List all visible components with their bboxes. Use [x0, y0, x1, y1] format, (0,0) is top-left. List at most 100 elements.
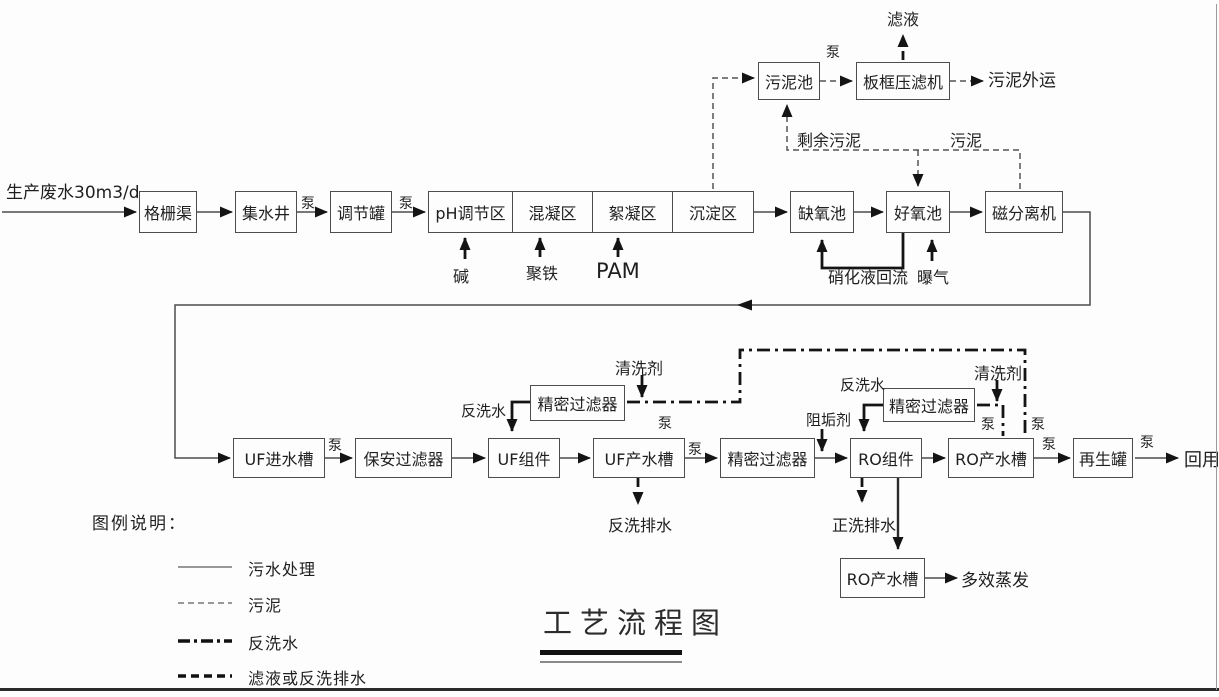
node-sedimentation-zone: 沉淀区: [672, 191, 754, 233]
pump-label-8: 泵: [1031, 417, 1045, 433]
node-filter-press: 板框压滤机: [856, 62, 950, 100]
node-security-filter-label: 保安过滤器: [363, 450, 444, 469]
sludge-label: 污泥: [950, 131, 983, 150]
backwash-water-uf-label: 反洗水: [461, 402, 507, 420]
node-uf-module-label: UF组件: [497, 450, 551, 469]
node-anoxic-tank-label: 缺氧池: [797, 204, 846, 223]
node-precision-filter-uf-backwash: 精密过滤器: [530, 385, 625, 421]
node-sludge-tank: 污泥池: [758, 62, 820, 100]
node-sedimentation-zone-label: 沉淀区: [688, 204, 737, 223]
node-precision-filter-main-label: 精密过滤器: [727, 450, 808, 469]
node-sludge-tank-label: 污泥池: [764, 73, 813, 92]
forward-flush-drain-label: 正洗排水: [832, 516, 897, 535]
node-magnetic-separator-label: 磁分离机: [991, 204, 1056, 223]
node-grid-channel-label: 格栅渠: [143, 204, 192, 223]
title-underline-thin: [540, 661, 682, 663]
node-filter-press-label: 板框压滤机: [862, 73, 943, 92]
antiscalant-label: 阻垢剂: [806, 411, 852, 429]
sludge-sed-to-tank: [712, 72, 755, 189]
backwash-supply-lines: [627, 348, 1027, 436]
flow-magsep-to-uffeed: [174, 211, 1091, 464]
pump-label-3: 泵: [826, 45, 840, 61]
pump-label-1: 泵: [301, 196, 315, 212]
return-line-direction-arrow: [737, 299, 752, 311]
alkali-label: 碱: [453, 267, 470, 286]
node-ph-zone-label: pH调节区: [435, 204, 506, 223]
node-security-filter: 保安过滤器: [355, 438, 452, 478]
legend-item-sludge: 污泥: [248, 596, 283, 615]
inflow-label: 生产废水30m3/d: [6, 183, 140, 203]
node-collection-well-label: 集水井: [241, 204, 290, 223]
pump-label-10: 泵: [1140, 435, 1154, 451]
excess-sludge-line: [781, 104, 1021, 189]
pump-label-6: 泵: [658, 416, 672, 432]
node-ro-concentrate-tank: RO产水槽: [840, 558, 925, 598]
sewage-lines: [2, 206, 1179, 584]
frame-right-edge: [1216, 4, 1217, 690]
node-flocculation-zone: 絮凝区: [592, 191, 673, 233]
node-uf-product-tank-label: UF产水槽: [604, 450, 674, 469]
sludge-transport-label: 污泥外运: [988, 71, 1056, 91]
uf-backwash-corner: [510, 400, 531, 410]
node-ro-product-tank: RO产水槽: [948, 438, 1034, 478]
node-ro-concentrate-tank-label: RO产水槽: [846, 570, 919, 589]
title-underline-thick: [540, 650, 682, 655]
node-precision-filter-ro-backwash-label: 精密过滤器: [888, 397, 969, 416]
ferric-label: 聚铁: [526, 264, 559, 283]
node-uf-feed-tank-label: UF进水槽: [244, 450, 314, 469]
nitrified-return-line: [816, 233, 905, 270]
node-ro-module-label: RO组件: [858, 450, 914, 469]
pump-label-2: 泵: [399, 196, 413, 212]
backwash-roprod-to-uf-filter: [627, 348, 1027, 436]
node-coagulation-zone-label: 混凝区: [528, 204, 577, 223]
legend-item-filtrate-drain: 滤液或反洗排水: [248, 669, 368, 688]
node-uf-product-tank: UF产水槽: [593, 438, 685, 478]
node-anoxic-tank: 缺氧池: [790, 191, 854, 233]
legend-heading: 图例说明：: [92, 514, 187, 534]
filtrate-label: 滤液: [887, 10, 920, 29]
aeration-label: 曝气: [917, 268, 950, 287]
node-magnetic-separator: 磁分离机: [985, 191, 1063, 233]
cleaning-agent-ro-label: 清洗剂: [974, 364, 1023, 383]
reuse-label: 回用: [1184, 450, 1219, 471]
node-regulation-tank: 调节罐: [330, 191, 392, 233]
node-precision-filter-ro-backwash: 精密过滤器: [883, 388, 975, 422]
node-ph-zone: pH调节区: [428, 191, 513, 233]
node-regulation-tank-label: 调节罐: [336, 204, 385, 223]
node-regeneration-tank-label: 再生罐: [1078, 450, 1127, 469]
pam-label: PAM: [596, 259, 640, 283]
node-grid-channel: 格栅渠: [139, 191, 197, 233]
ro-backwash-corner: [862, 403, 884, 412]
node-ro-module: RO组件: [850, 438, 922, 478]
sludge-lines: [712, 72, 1021, 189]
page-title: 工艺流程图: [543, 606, 729, 640]
pump-label-4: 泵: [328, 438, 342, 454]
backwash-drain-label: 反洗排水: [608, 516, 673, 535]
dosing-lines: [459, 233, 1003, 452]
excess-sludge-label: 剩余污泥: [797, 131, 862, 150]
node-aerobic-tank: 好氧池: [886, 191, 950, 233]
node-collection-well: 集水井: [235, 191, 297, 233]
pump-label-7: 泵: [981, 417, 995, 433]
node-uf-feed-tank: UF进水槽: [233, 438, 325, 478]
node-flocculation-zone-label: 絮凝区: [608, 204, 657, 223]
multi-effect-evaporation-label: 多效蒸发: [961, 571, 1029, 591]
node-precision-filter-uf-backwash-label: 精密过滤器: [537, 395, 618, 414]
node-ro-product-tank-label: RO产水槽: [955, 450, 1027, 469]
node-coagulation-zone: 混凝区: [512, 191, 593, 233]
node-aerobic-tank-label: 好氧池: [893, 204, 942, 223]
cleaning-agent-uf-label: 清洗剂: [615, 359, 664, 378]
backwash-roprod-to-ro-filter: [977, 403, 1005, 436]
legend-item-backwash: 反洗水: [248, 634, 300, 653]
backwash-water-ro-label: 反洗水: [840, 376, 886, 394]
legend-item-sewage: 污水处理: [248, 560, 317, 579]
pump-label-5: 泵: [688, 442, 702, 458]
frame-bottom-edge: [0, 688, 1219, 691]
nitrified-return-label: 硝化液回流: [828, 268, 909, 287]
node-uf-module: UF组件: [488, 438, 560, 478]
drain-lines: [506, 34, 909, 505]
node-precision-filter-main: 精密过滤器: [720, 438, 815, 478]
node-regeneration-tank: 再生罐: [1073, 438, 1133, 478]
